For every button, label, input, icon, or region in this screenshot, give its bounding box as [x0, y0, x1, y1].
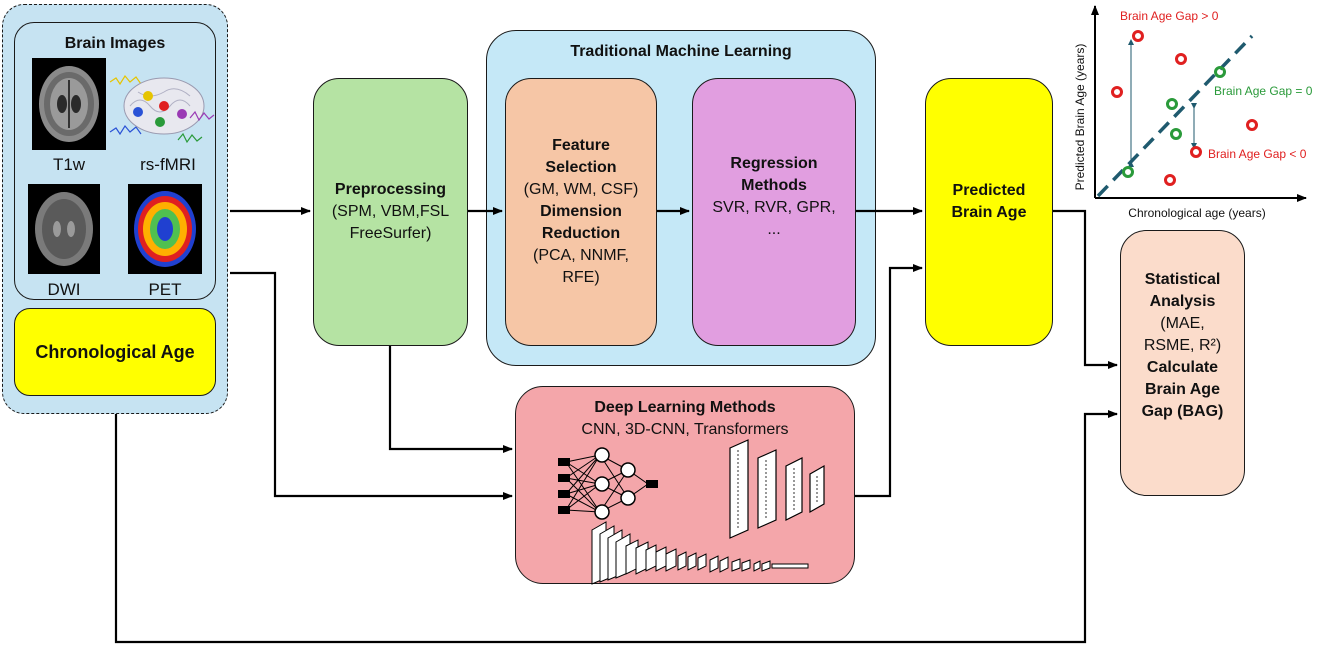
- preprocessing-tools-line2: FreeSurfer): [349, 225, 432, 242]
- dimension-reduction-title-line1: Dimension: [540, 203, 622, 220]
- regression-methods-box: Regression Methods SVR, RVR, GPR, ...: [692, 78, 856, 346]
- dimension-reduction-detail-line2: RFE): [562, 269, 600, 286]
- arrow-preprocessing-to-deep: [388, 346, 513, 453]
- gap-negative-label: Brain Age Gap < 0: [1208, 147, 1307, 161]
- statistical-metrics-line1: (MAE,: [1160, 315, 1205, 332]
- statistical-analysis-line2: Analysis: [1149, 293, 1216, 310]
- point-green: [1166, 98, 1178, 110]
- predicted-brain-age-line1: Predicted: [952, 182, 1026, 199]
- plot-y-axis-label: Predicted Brain Age (years): [1073, 43, 1087, 191]
- dwi-brain-graphic: [35, 192, 93, 266]
- deep-learning-detail: CNN, 3D-CNN, Transformers: [581, 421, 789, 438]
- rs-fmri-image: [108, 62, 216, 154]
- statistical-analysis-box: Statistical Analysis (MAE, RSME, R²) Cal…: [1120, 230, 1245, 496]
- point-red: [1111, 86, 1123, 98]
- pet-brain-image: [128, 184, 202, 274]
- regression-methods-title-line1: Regression: [730, 155, 818, 172]
- plot-x-axis-label: Chronological age (years): [1128, 206, 1266, 220]
- point-green: [1170, 128, 1182, 140]
- statistical-metrics-line2: RSME, R²): [1143, 337, 1222, 354]
- feature-selection-box: Feature Selection (GM, WM, CSF) Dimensio…: [505, 78, 657, 346]
- deep-learning-title: Deep Learning Methods: [594, 399, 776, 416]
- gap-zero-label: Brain Age Gap = 0: [1214, 84, 1313, 98]
- dwi-label: DWI: [47, 280, 81, 299]
- point-red: [1190, 146, 1202, 158]
- point-red: [1246, 119, 1258, 131]
- identity-line: [1096, 34, 1254, 198]
- calculate-bag-line2: Brain Age: [1145, 381, 1220, 398]
- chronological-age-box: Chronological Age: [14, 308, 216, 396]
- feature-selection-detail: (GM, WM, CSF): [523, 181, 639, 198]
- feature-selection-title-line2: Selection: [545, 159, 617, 176]
- statistical-analysis-line1: Statistical: [1144, 271, 1221, 288]
- predicted-brain-age-line2: Brain Age: [951, 204, 1027, 221]
- gap-positive-label: Brain Age Gap > 0: [1120, 9, 1219, 23]
- point-green: [1122, 166, 1134, 178]
- pet-label: PET: [148, 280, 182, 299]
- chronological-age-label: Chronological Age: [35, 342, 195, 362]
- calculate-bag-line1: Calculate: [1146, 359, 1219, 376]
- pet-brain-graphic: [134, 191, 196, 267]
- feature-selection-title-line1: Feature: [552, 137, 610, 154]
- regression-methods-detail-line1: SVR, RVR, GPR,: [712, 199, 836, 216]
- predicted-brain-age-box: Predicted Brain Age: [925, 78, 1053, 346]
- point-green: [1214, 66, 1226, 78]
- regression-methods-title-line2: Methods: [741, 177, 807, 194]
- t1w-brain-image: [32, 58, 106, 150]
- preprocessing-tools-line1: (SPM, VBM,FSL: [331, 203, 450, 220]
- preprocessing-box: Preprocessing (SPM, VBM,FSL FreeSurfer): [313, 78, 468, 346]
- preprocessing-title: Preprocessing: [334, 181, 447, 198]
- brain-images-title: Brain Images: [64, 35, 166, 52]
- point-red: [1164, 174, 1176, 186]
- regression-methods-detail-line2: ...: [767, 221, 781, 238]
- t1w-brain-graphic: [39, 66, 99, 142]
- arrow-predicted-to-statistics: [1053, 209, 1118, 369]
- rs-fmri-label: rs-fMRI: [140, 155, 196, 174]
- dimension-reduction-detail-line1: (PCA, NNMF,: [533, 247, 629, 264]
- calculate-bag-line3: Gap (BAG): [1141, 403, 1224, 420]
- traditional-ml-title: Traditional Machine Learning: [570, 43, 792, 60]
- point-red: [1175, 53, 1187, 65]
- dimension-reduction-title-line2: Reduction: [541, 225, 621, 242]
- rs-fmri-brain-graphic: [109, 74, 215, 144]
- t1w-label: T1w: [52, 155, 86, 174]
- deep-learning-box: Deep Learning Methods CNN, 3D-CNN, Trans…: [515, 386, 855, 584]
- dwi-brain-image: [28, 184, 100, 274]
- point-red: [1132, 30, 1144, 42]
